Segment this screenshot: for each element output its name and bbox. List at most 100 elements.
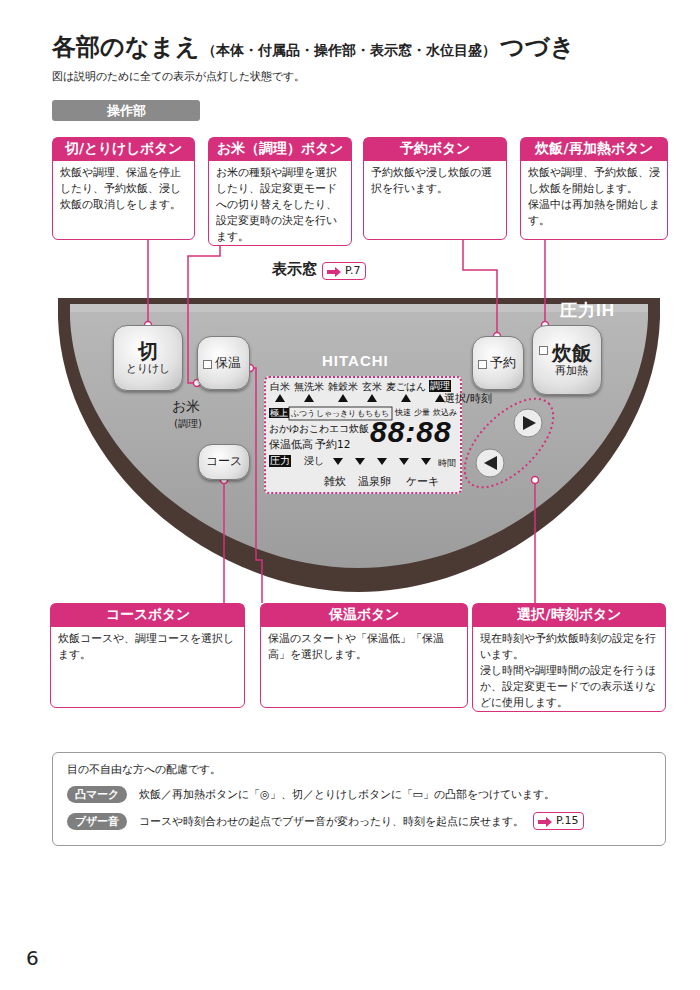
display-window: 白米無洗米雑穀米玄米麦ごはん調理極上ふつうしゃっきりもちもち快速少量炊込みおかゆ… [264, 376, 462, 494]
node-label: 操作部 [107, 102, 146, 120]
leader-line [534, 480, 536, 603]
arrow-key-symbol [484, 456, 497, 470]
leader-line [250, 368, 262, 603]
ref-arrow-shape [327, 267, 341, 277]
callout-body: 現在時刻や予約炊飯時刻の設定を行います。 [473, 627, 665, 663]
callout-heading: 保温ボタン [261, 604, 467, 627]
timer-button: 予約 [472, 336, 524, 390]
down-indicator [421, 458, 431, 465]
display-segment: 白米 [270, 381, 290, 393]
ref-arrow [326, 266, 342, 278]
page-title: 各部のなまえ [52, 33, 200, 62]
display-segment: 極上 [269, 408, 289, 418]
callout-body: 浸し時間や調理時間の設定を行うほか、設定変更モードでの表示送りなどに使用します。 [473, 663, 665, 711]
square-mark [203, 360, 212, 369]
callout-box: 選択/時刻ボタン現在時刻や予約炊飯時刻の設定を行います。浸し時間や調理時間の設定… [472, 603, 666, 712]
note-box: 目の不自由な方への配慮です。炊飯／再加熱ボタンに「◎」、切／とりけしボタンに「▭… [52, 752, 666, 846]
square-mark [478, 360, 487, 369]
display-segment: しゃっきり [316, 409, 356, 419]
arrow-key [514, 409, 542, 437]
keep-warm-button: 保温 [197, 336, 250, 390]
leader-line [223, 480, 225, 603]
arrow-key-symbol [523, 416, 536, 430]
page-ref: P.15 [533, 812, 584, 830]
mark-badge: 凸マーク [67, 786, 127, 803]
callout-heading: お米（調理）ボタン [209, 138, 351, 161]
course-button: コース [198, 444, 250, 480]
ref-arrow-shape [538, 817, 552, 827]
display-segment: 温泉卵 [358, 475, 391, 488]
display-segment: エコ炊飯 [329, 423, 369, 434]
leader-line [544, 240, 546, 325]
callout-box: お米（調理）ボタンお米の種類や調理を選択したり、設定変更モードへの切り替えをした… [208, 137, 352, 246]
callout-body: 炊飯や調理、保温を停止したり、予約炊飯、浸し炊飯の取消しをします。 [53, 161, 194, 213]
down-indicator [377, 458, 387, 465]
display-segment: 浸し [304, 455, 324, 467]
panel-face [70, 304, 648, 568]
node-label: 圧力IH [560, 301, 615, 321]
display-segment: おこわ [299, 423, 329, 434]
display-segment: 無洗米 [294, 381, 324, 393]
key-outline [450, 384, 569, 503]
title-part: つづき [500, 33, 575, 62]
callout-body: 炊飯コースや、調理コースを選択します。 [51, 627, 244, 663]
title-part: （本体・付属品・操作部・表示窓・水位目盛） [202, 42, 496, 59]
mark-badge: ブザー音 [67, 813, 127, 830]
callout-box: 切/とりけしボタン炊飯や調理、保温を停止したり、予約炊飯、浸し炊飯の取消しをしま… [52, 137, 195, 240]
callout-heading: 切/とりけしボタン [53, 138, 194, 161]
node-label: P.7 [345, 263, 360, 279]
section-band: 操作部 [52, 100, 200, 121]
display-segment: 88:88 [370, 414, 452, 450]
display-segment: 調理 [429, 380, 451, 392]
up-indicator [275, 394, 285, 402]
display-segment: おかゆ [269, 423, 299, 434]
square-mark [539, 346, 548, 355]
display-segment: ケーキ [406, 475, 439, 488]
down-indicator [333, 458, 343, 465]
panel-rim [58, 298, 660, 592]
callout-heading: 炊飯/再加熱ボタン [521, 138, 667, 161]
part-label: (調理) [174, 418, 202, 430]
up-indicator [435, 394, 445, 402]
button-label: 再加熱 [546, 365, 588, 378]
up-indicator [304, 394, 314, 402]
ref-arrow [537, 816, 553, 828]
arrow-key [476, 449, 504, 477]
callout-body: 保温中は再加熱を開始します。 [521, 197, 667, 229]
up-indicator [338, 394, 348, 402]
callout-box: 予約ボタン予約炊飯や浸し炊飯の選択を行います。 [363, 137, 507, 240]
callout-box: 炊飯/再加熱ボタン炊飯や調理、予約炊飯、浸し炊飯を開始します。保温中は再加熱を開… [520, 137, 668, 240]
callout-box: 保温ボタン保温のスタートや「保温低」「保温高」を選択します。 [260, 603, 468, 708]
node-label: P.15 [556, 813, 578, 829]
callout-body: 予約炊飯や浸し炊飯の選択を行います。 [364, 161, 506, 197]
node-label: 凸マーク [75, 788, 119, 802]
display-segment: 保温低高 [269, 438, 313, 451]
display-segment: 麦ごはん [386, 381, 426, 393]
node-label: 炊飯／再加熱ボタンに「◎」、切／とりけしボタンに「▭」の凸部をつけています。 [139, 788, 555, 801]
display-segment: ふつう [291, 409, 315, 419]
display-segment: 時間 [438, 458, 456, 469]
leader-dot [532, 477, 539, 484]
node-label: コースや時刻合わせの起点でブザー音が変わったり、時刻を起点に戻せます。 [139, 815, 524, 828]
display-segment: 雑炊 [324, 475, 346, 488]
button-label: 切 [138, 340, 158, 363]
leader-line [147, 240, 149, 325]
leader-line [463, 240, 497, 336]
select-key-art [448, 398, 566, 480]
button-label: コース [206, 455, 242, 469]
callout-heading: 予約ボタン [364, 138, 506, 161]
up-indicator [401, 394, 411, 402]
part-label: 図は説明のために全ての表示が点灯した状態です。 [52, 70, 305, 83]
callout-heading: 選択/時刻ボタン [473, 604, 665, 627]
down-indicator [399, 458, 409, 465]
callout-heading: コースボタン [51, 604, 244, 627]
display-segment: 予約12 [315, 438, 350, 451]
part-label: お米 [172, 398, 200, 415]
control-panel: HITACHI圧力IH切とりけし保温コース白米無洗米雑穀米玄米麦ごはん調理極上ふ… [58, 296, 660, 592]
cook-button: 炊飯再加熱 [532, 325, 602, 395]
button-label: とりけし [126, 363, 170, 376]
cancel-button: 切とりけし [113, 325, 183, 391]
display-segment: 圧力 [269, 455, 291, 467]
node-label: HITACHI [322, 352, 389, 370]
